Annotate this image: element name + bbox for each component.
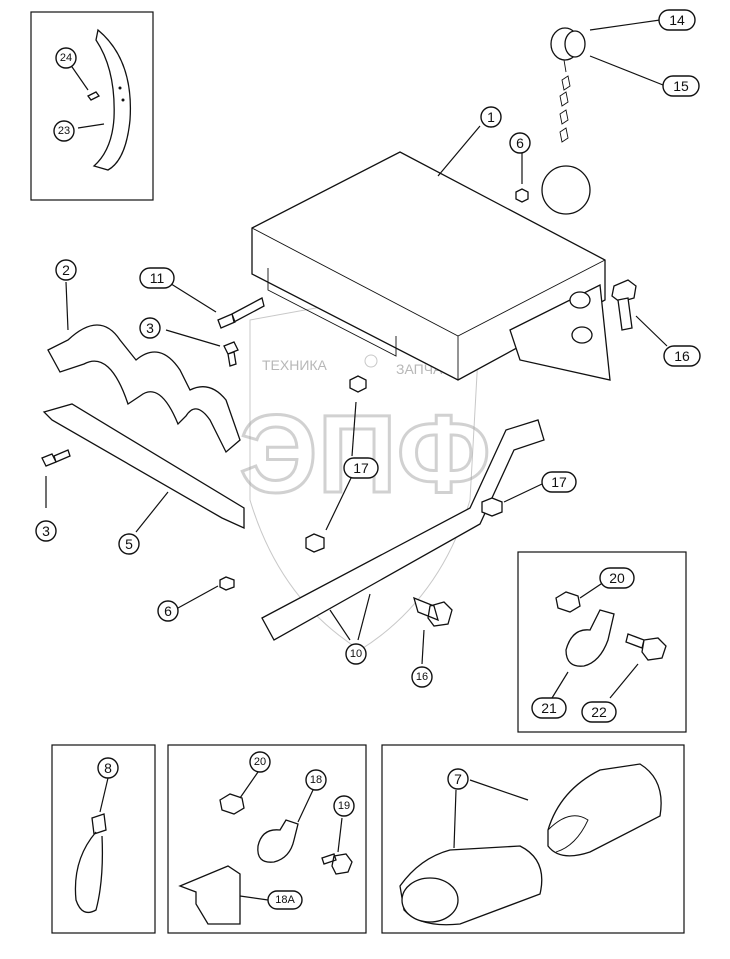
saddle-clamp-part	[47, 324, 241, 454]
mounting-bar-part	[42, 403, 245, 530]
bracket-18a-part	[178, 865, 241, 925]
inset-frame-clamp	[517, 551, 687, 733]
callout-8: 8	[97, 757, 119, 779]
svg-text:19: 19	[338, 800, 350, 812]
support-bracket-part	[261, 419, 545, 641]
callout-11: 11	[139, 267, 175, 289]
callout-6-top: 6	[509, 132, 531, 154]
svg-text:23: 23	[58, 125, 70, 137]
svg-text:18: 18	[310, 774, 322, 786]
callout-7: 7	[447, 768, 469, 790]
guard-strip-part	[92, 28, 132, 171]
callout-21: 21	[531, 697, 567, 719]
callout-16-lower: 16	[411, 666, 433, 688]
inset-frame-tie	[51, 744, 156, 934]
svg-text:11: 11	[150, 270, 165, 286]
callout-10: 10	[345, 643, 367, 665]
watermark-logo: ЭПФ	[239, 393, 490, 516]
nut-6-top-part	[515, 188, 529, 203]
bolt-16-lower-part	[413, 596, 453, 627]
bolt-16-top-part	[611, 279, 637, 331]
callout-5: 5	[118, 533, 140, 555]
nut-6-lower-part	[219, 576, 235, 591]
svg-text:24: 24	[60, 52, 72, 64]
bolt-11-part	[217, 297, 265, 329]
callout-15: 15	[662, 75, 700, 97]
svg-text:1: 1	[487, 109, 495, 125]
watermark: ТЕХНИКА ЗАПЧАСТИ ЭПФ	[238, 299, 492, 651]
svg-text:18A: 18A	[275, 894, 295, 906]
watermark-left-text: ТЕХНИКА	[262, 357, 328, 373]
svg-text:2: 2	[62, 262, 70, 278]
svg-text:3: 3	[42, 523, 50, 539]
svg-text:20: 20	[254, 756, 266, 768]
svg-text:20: 20	[609, 570, 625, 586]
nut-17-middle-part	[305, 533, 325, 553]
bolt-3-upper-part	[223, 341, 239, 367]
p-clamp-18-part	[257, 819, 299, 863]
nut-20-clamp-inset-part	[555, 591, 581, 613]
callout-2: 2	[55, 259, 77, 281]
svg-text:22: 22	[591, 704, 607, 720]
callout-20-bracket-inset: 20	[249, 751, 271, 773]
callout-3-lower: 3	[35, 520, 57, 542]
bolt-19-part	[321, 853, 353, 875]
cable-tie-part	[74, 813, 107, 914]
svg-text:7: 7	[454, 771, 462, 787]
svg-text:17: 17	[353, 460, 369, 476]
callout-6-lower: 6	[157, 600, 179, 622]
bolt-22-part	[625, 633, 667, 661]
callout-3-upper: 3	[139, 317, 161, 339]
callout-17-right: 17	[541, 471, 577, 493]
nut-17-right-part	[481, 497, 503, 517]
protective-sleeve-part	[399, 763, 662, 926]
svg-text:21: 21	[541, 700, 557, 716]
inset-frame-bracket	[167, 744, 367, 934]
svg-text:5: 5	[125, 536, 133, 552]
callout-23: 23	[53, 120, 75, 142]
gear-icon	[364, 354, 378, 368]
inset-frame-sleeve	[381, 744, 685, 934]
nut-17-upper-part	[349, 375, 367, 393]
callout-20-clamp-inset: 20	[599, 567, 635, 589]
leader-lines	[45, 19, 668, 901]
svg-text:16: 16	[674, 348, 690, 364]
callout-1: 1	[480, 106, 502, 128]
callout-24: 24	[55, 47, 77, 69]
svg-text:10: 10	[350, 648, 362, 660]
p-clamp-21-part	[565, 609, 615, 667]
screw-24-part	[87, 91, 100, 101]
svg-text:6: 6	[164, 603, 172, 619]
callout-18a: 18A	[267, 890, 303, 910]
callout-18: 18	[305, 769, 327, 791]
bolt-3-lower-part	[41, 449, 71, 467]
svg-text:3: 3	[146, 320, 154, 336]
callout-14: 14	[658, 9, 696, 31]
callout-19: 19	[333, 795, 355, 817]
inset-frame-guard	[30, 11, 154, 201]
callout-17-upper: 17	[343, 457, 379, 479]
callout-16-top: 16	[663, 345, 701, 367]
callout-22: 22	[581, 701, 617, 723]
nut-20-bracket-inset-part	[219, 793, 245, 815]
svg-text:14: 14	[669, 12, 685, 28]
svg-text:8: 8	[104, 760, 112, 776]
svg-text:6: 6	[516, 135, 524, 151]
svg-text:17: 17	[551, 474, 567, 490]
drain-plug-chain-part	[541, 27, 591, 215]
battery-box-part	[251, 151, 611, 381]
svg-text:16: 16	[416, 671, 428, 683]
svg-text:15: 15	[673, 78, 689, 94]
